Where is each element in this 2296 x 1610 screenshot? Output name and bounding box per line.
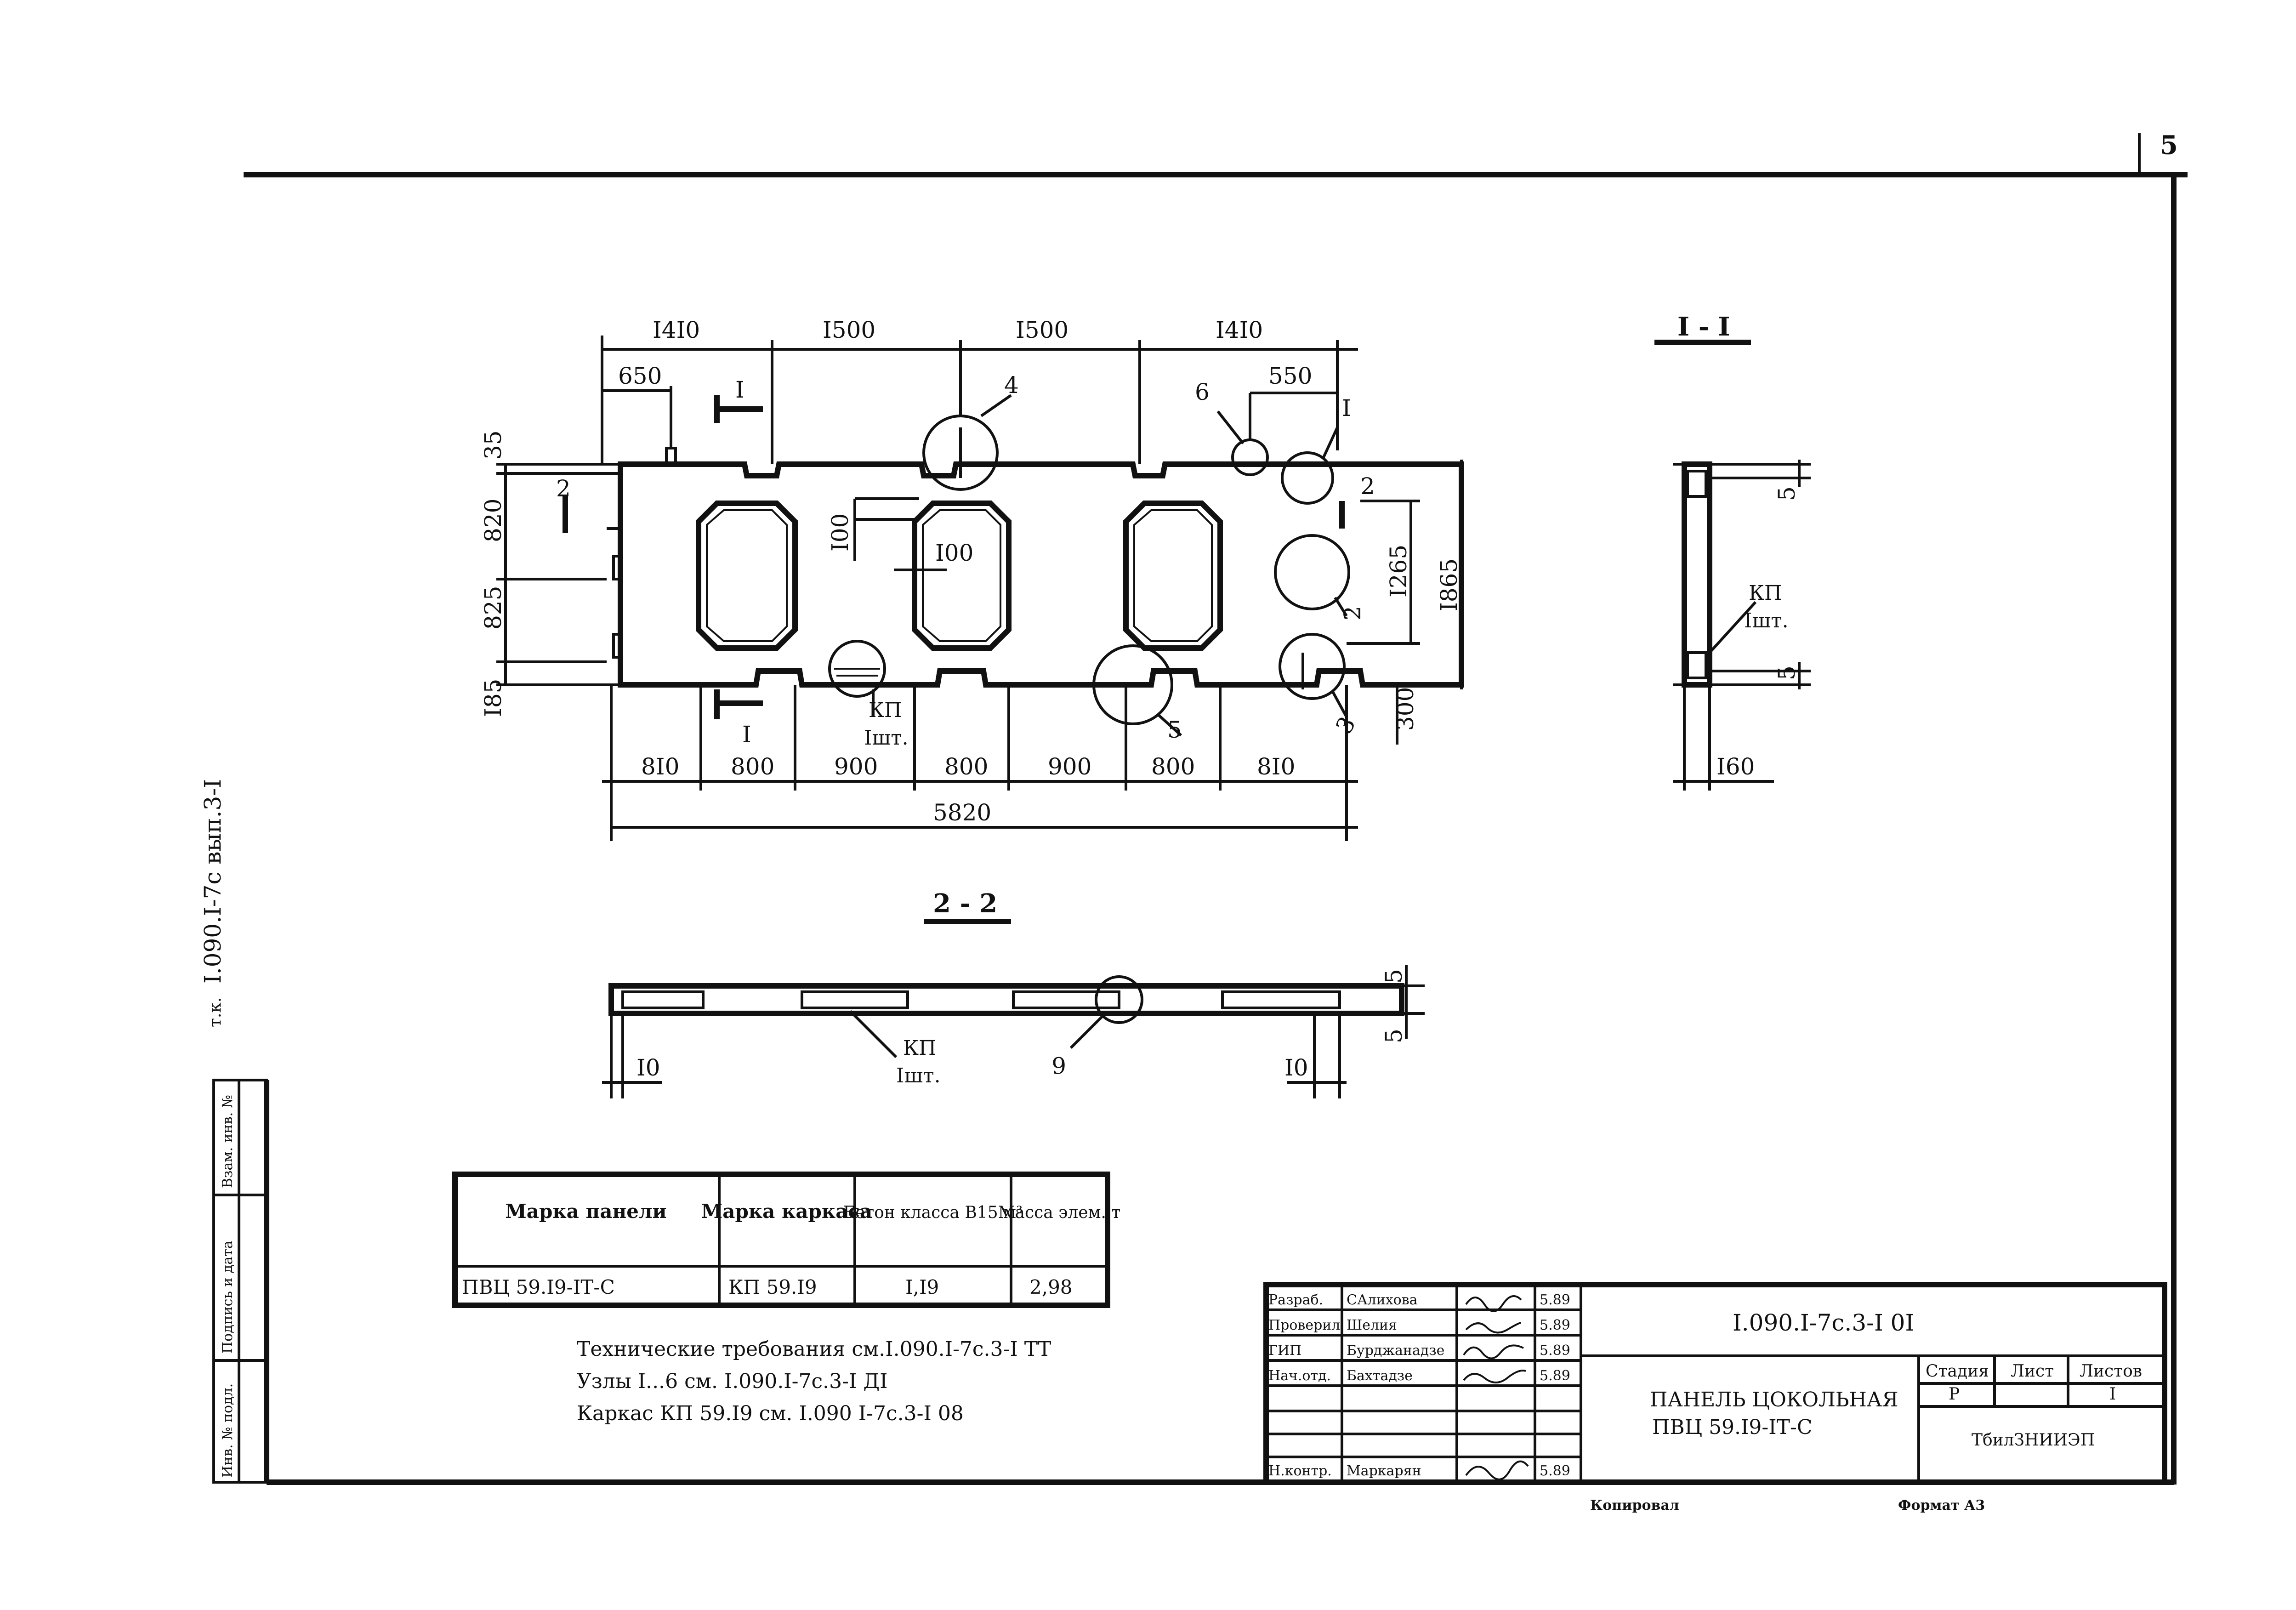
side-stamp-sign: Подпись и дата [220, 1240, 236, 1354]
tb-role-4: Нач.отд. [1268, 1368, 1331, 1384]
section-2-2-title: 2 - 2 [933, 888, 997, 919]
callout-1: I [1342, 395, 1351, 421]
title-block [1263, 1282, 2167, 1485]
dim-left-1: 35 [480, 430, 506, 460]
section-2-2-dim-bottom: 5 [1381, 1029, 1407, 1043]
spec-header-mass: Масса элем. т [998, 1203, 1121, 1222]
dim-top-3: I500 [1016, 317, 1068, 343]
section-1-1-title: I - I [1677, 312, 1730, 342]
dim-top-4: I4I0 [1216, 317, 1263, 343]
page-number: 5 [2160, 130, 2178, 160]
tb-date-2: 5.89 [1540, 1317, 1570, 1333]
tb-name-3: Бурджанадзе [1347, 1343, 1444, 1359]
spec-header-panel: Марка панели [505, 1200, 666, 1223]
section-1-1-dim-top: 5 [1773, 486, 1800, 501]
dim-bottom-1: 8I0 [641, 753, 679, 780]
dim-left-4: I85 [480, 679, 506, 717]
sheets-header: Листов [2080, 1362, 2142, 1381]
note-2: Узлы I...6 см. I.090.I-7с.3-I ДI [577, 1370, 888, 1393]
callout-2: 2 [1339, 606, 1366, 620]
callout-6: 6 [1195, 379, 1210, 405]
dim-bottom-7: 8I0 [1257, 753, 1295, 780]
dim-offset-right: 550 [1268, 363, 1312, 389]
dim-left-3: 825 [480, 586, 506, 630]
section-1-1 [1654, 340, 1811, 791]
frame-qty: Iшт. [864, 726, 909, 750]
spec-table [452, 1172, 1110, 1308]
side-stamp: Инв. № подл. Подпись и дата Взам. инв. № [212, 1079, 268, 1484]
dim-right-1: I265 [1385, 545, 1412, 597]
dim-top-2: I500 [823, 317, 875, 343]
tb-role-5: Н.контр. [1268, 1463, 1332, 1479]
section-1-1-frame-qty: Iшт. [1744, 609, 1789, 632]
note-1: Технические требования см.I.090.I-7с.3-I… [577, 1337, 1051, 1361]
dim-right-3: 300 [1392, 687, 1419, 731]
section-1-1-dim-width: I60 [1716, 753, 1755, 780]
dim-left-2: 820 [480, 499, 506, 542]
spec-header-concrete: Бетон класса В15 м³ [843, 1203, 1023, 1222]
dim-inner-2: I00 [935, 540, 973, 566]
title-line-2: ПВЦ 59.I9-IТ-С [1652, 1416, 1813, 1439]
dim-inner-1: I00 [827, 513, 853, 552]
section-2-2-callout: 6 [1051, 1052, 1066, 1078]
stage-header: Стадия [1926, 1362, 1989, 1381]
format-label: Формат А3 [1898, 1497, 1985, 1513]
tb-name-1: САлихова [1347, 1292, 1418, 1308]
section-mark-bottom: I [742, 721, 751, 748]
tb-name-2: Шелия [1347, 1317, 1397, 1333]
tb-role-1: Разраб. [1268, 1292, 1323, 1308]
section-2-2 [602, 919, 1425, 1098]
dim-top-1: I4I0 [653, 317, 700, 343]
spec-cell-frame: КП 59.I9 [728, 1276, 817, 1298]
section-mark-2-left: 2 [556, 475, 571, 502]
organization: ТбилЗНИИЭП [1972, 1431, 2095, 1450]
signatures [1463, 1295, 1529, 1480]
side-code: I.090.I-7c вып.3-I [199, 779, 226, 984]
section-mark-2-right: 2 [1360, 473, 1375, 500]
sheets-value: I [2109, 1385, 2116, 1404]
spec-cell-panel: ПВЦ 59.I9-IТ-С [462, 1276, 615, 1298]
side-stamp-replace: Взам. инв. № [220, 1095, 236, 1188]
dim-bottom-6: 800 [1151, 753, 1195, 780]
panel-elevation [496, 336, 1464, 841]
callout-4: 4 [1004, 372, 1019, 398]
spec-header-frame: Марка каркаса [701, 1200, 872, 1223]
tb-date-3: 5.89 [1540, 1343, 1570, 1359]
doc-code: I.090.I-7с.3-I 0I [1733, 1309, 1914, 1336]
note-3: Каркас КП 59.I9 см. I.090 I-7с.3-I 08 [577, 1402, 964, 1425]
dim-bottom-3: 900 [834, 753, 878, 780]
tb-name-4: Бахтадзе [1347, 1368, 1413, 1384]
section-1-1-dim-bottom: 5 [1773, 666, 1800, 680]
dim-bottom-2: 800 [731, 753, 774, 780]
tb-date-4: 5.89 [1540, 1368, 1570, 1384]
tb-date-1: 5.89 [1540, 1292, 1570, 1308]
side-stamp-inv: Инв. № подл. [220, 1383, 236, 1478]
section-2-2-dim-top: 5 [1381, 969, 1407, 984]
dim-bottom-5: 900 [1048, 753, 1091, 780]
dim-right-2: I865 [1436, 558, 1462, 611]
callout-5: 5 [1167, 717, 1182, 743]
copied-label: Копировал [1590, 1497, 1679, 1513]
dim-bottom-4: 800 [944, 753, 988, 780]
spec-cell-concrete: I,I9 [905, 1276, 939, 1298]
section-2-2-frame-label: КП [903, 1036, 936, 1060]
dim-offset-left: 650 [618, 363, 662, 389]
side-prefix: т.к. [206, 997, 225, 1027]
section-2-2-dim-left: I0 [637, 1054, 660, 1081]
tb-name-5: Маркарян [1347, 1463, 1421, 1479]
tb-date-5: 5.89 [1540, 1463, 1570, 1479]
section-1-1-frame-label: КП [1749, 581, 1782, 605]
tb-role-3: ГИП [1268, 1343, 1301, 1359]
section-mark-top: I [735, 376, 744, 403]
stage-value: Р [1949, 1385, 1960, 1404]
title-line-1: ПАНЕЛЬ ЦОКОЛЬНАЯ [1650, 1388, 1898, 1411]
sheet-header: Лист [2011, 1362, 2054, 1381]
section-2-2-frame-qty: Iшт. [896, 1064, 941, 1087]
section-2-2-dim-right: I0 [1284, 1054, 1308, 1081]
frame-label: КП [869, 699, 902, 722]
dim-overall: 5820 [933, 799, 991, 826]
tb-role-2: Проверил [1268, 1317, 1340, 1333]
spec-cell-mass: 2,98 [1029, 1276, 1073, 1298]
